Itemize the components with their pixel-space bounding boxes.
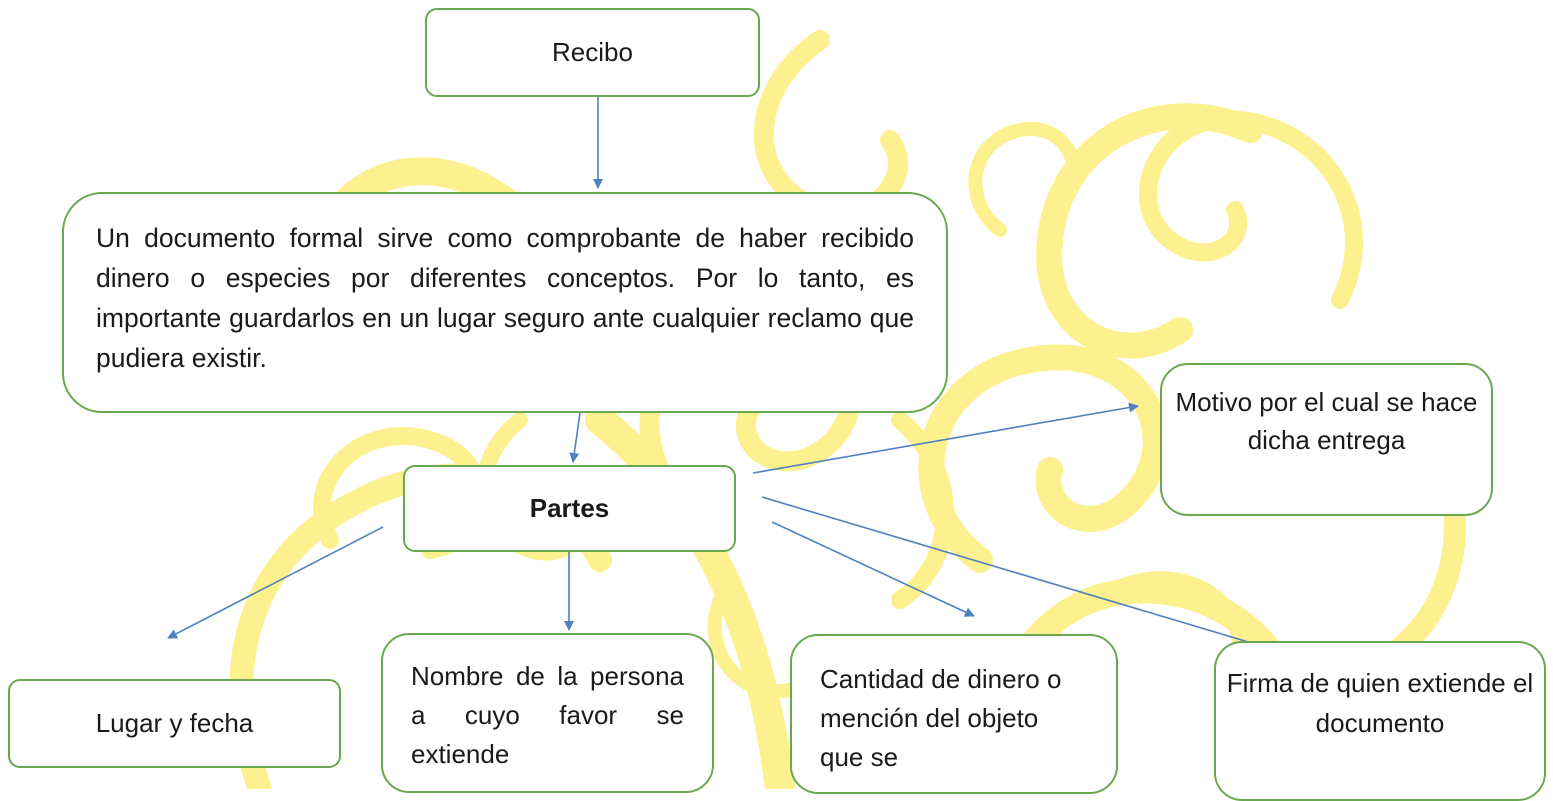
nombre-label: Nombre de la persona a cuyo favor se ext… xyxy=(411,661,684,769)
motivo-label: Motivo por el cual se hace dicha entrega xyxy=(1175,387,1478,455)
cantidad-node: Cantidad de dinero o mención del objeto … xyxy=(790,634,1118,794)
partes-node: Partes xyxy=(403,465,736,552)
partes-label: Partes xyxy=(529,493,610,523)
definition-node: Un documento formal sirve como comproban… xyxy=(62,192,948,413)
recibo-node: Recibo xyxy=(425,8,760,97)
lugar-fecha-label: Lugar y fecha xyxy=(95,708,254,738)
motivo-node: Motivo por el cual se hace dicha entrega xyxy=(1160,363,1493,516)
nombre-node: Nombre de la persona a cuyo favor se ext… xyxy=(381,633,714,793)
firma-label: Firma de quien extiende el documento xyxy=(1226,668,1534,738)
arrow-partes-to-lugar xyxy=(167,526,384,639)
cantidad-label: Cantidad de dinero o mención del objeto … xyxy=(820,664,1062,772)
firma-node: Firma de quien extiende el documento xyxy=(1214,641,1546,801)
definition-text: Un documento formal sirve como comproban… xyxy=(96,223,914,373)
lugar-fecha-node: Lugar y fecha xyxy=(8,679,341,768)
arrow-definicion-to-partes xyxy=(569,412,581,463)
recibo-label: Recibo xyxy=(552,37,633,67)
arrow-partes-to-cantidad xyxy=(771,521,975,617)
arrow-partes-to-motivo xyxy=(752,402,1139,474)
arrow-partes-to-firma xyxy=(761,496,1303,661)
